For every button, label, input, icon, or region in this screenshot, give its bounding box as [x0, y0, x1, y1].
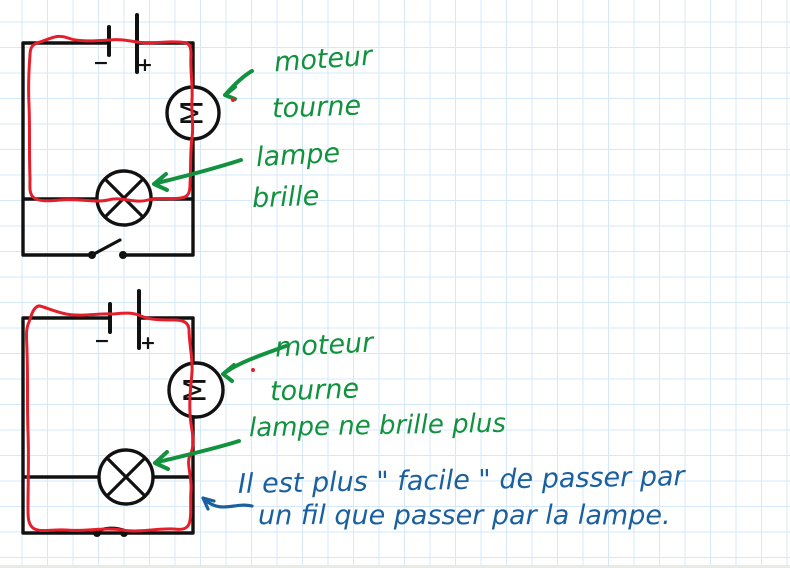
battery-minus-label: − [93, 52, 109, 74]
motor-symbol [167, 361, 225, 419]
stray-red-dot [231, 98, 235, 102]
green-arrow-lamp-bottom [153, 439, 241, 471]
stray-red-dot [251, 368, 255, 372]
switch-open-blade [90, 238, 122, 257]
blue-note-line1: Il est plus " facile " de passer par [237, 461, 685, 500]
top-circuit: − + M [21, 13, 254, 259]
current-trace-top [27, 34, 195, 203]
green-arrow-lamp-top [152, 158, 243, 192]
battery-minus-label: − [94, 330, 110, 352]
annotation-motor-top-line1: moteur [273, 40, 374, 79]
blue-arrow-short-wire [201, 496, 254, 511]
motor-label: M [179, 377, 214, 403]
annotation-lamp-top-line1: lampe [255, 137, 341, 174]
battery-plus-label: + [140, 332, 156, 354]
annotation-lamp-top-line2: brille [251, 180, 320, 215]
bottom-circuit: − + M [21, 289, 288, 537]
annotation-motor-bottom-line2: tourne [269, 373, 360, 408]
page-bottom-edge [0, 565, 790, 568]
lamp-cross-line [105, 456, 147, 498]
blue-note-line2: un fil que passer par la lampe. [258, 500, 671, 531]
battery-plus-label: + [137, 54, 153, 76]
annotation-motor-top-line2: tourne [271, 90, 362, 125]
annotation-motor-bottom-line1: moteur [274, 327, 374, 364]
current-trace-bottom [25, 304, 195, 533]
green-arrow-motor-bottom [221, 344, 288, 383]
bottom-circuit-wires [21, 316, 195, 535]
annotation-lamp-bottom: lampe ne brille plus [248, 408, 507, 444]
top-circuit-wires [21, 41, 195, 257]
switch-contact [119, 251, 127, 259]
green-arrow-motor-top [223, 69, 254, 101]
